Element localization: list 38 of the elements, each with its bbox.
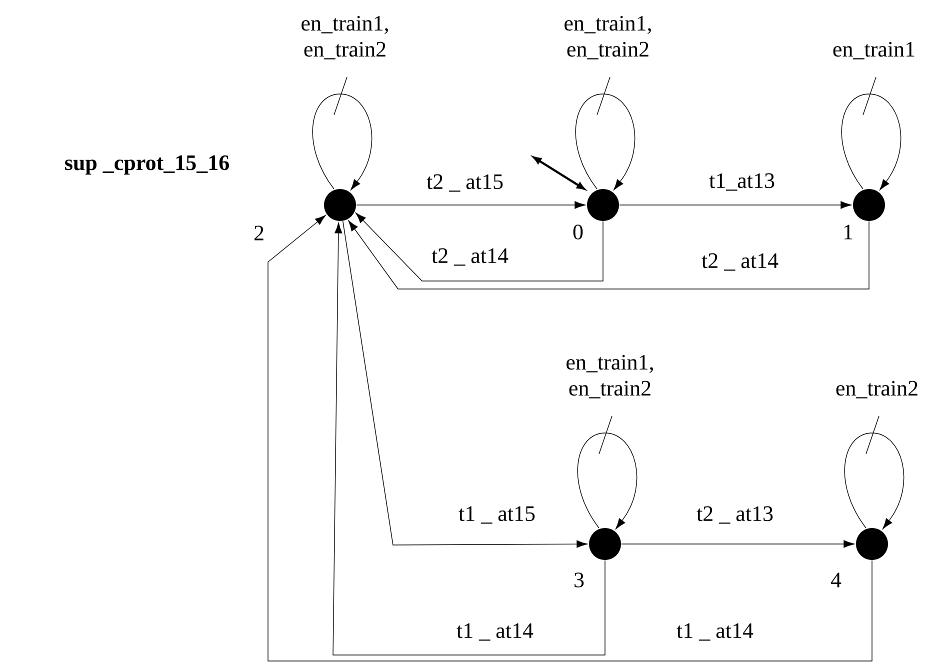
self-loop-arrow — [841, 94, 902, 190]
arrow — [621, 540, 854, 548]
state-circle — [324, 189, 356, 221]
self-loop-arrow — [575, 94, 636, 190]
state-number: 2 — [254, 226, 264, 240]
edge-label: t2 _ at14 — [432, 248, 508, 266]
edge-label: en_train1 — [833, 42, 914, 60]
state-circle — [853, 189, 885, 221]
state-number: 1 — [844, 224, 852, 240]
state-number: 0 — [573, 224, 583, 240]
arrow — [268, 215, 872, 662]
state-number: 3 — [574, 572, 584, 588]
arrow — [332, 222, 606, 656]
state-circle — [589, 528, 621, 560]
self-loop-arrow — [312, 94, 372, 190]
state-circle — [856, 528, 888, 560]
edge-label: t2 _ at13 — [696, 506, 773, 524]
arrow — [356, 212, 604, 282]
self-loop-arrow — [844, 432, 904, 530]
self-loop-arrow — [577, 432, 638, 530]
edge-label: t1 _ at14 — [676, 623, 754, 641]
arrow — [533, 156, 585, 190]
edge-label: t1 _ at15 — [458, 506, 535, 524]
edge-label: en_train1, en_train2 — [564, 16, 651, 60]
state-circle — [587, 189, 619, 221]
edge-label: t1 _ at14 — [456, 623, 534, 641]
arrow — [348, 220, 870, 290]
edge-label: t1_at13 — [709, 173, 774, 191]
arrow — [342, 220, 588, 548]
edge-label: en_train1, en_train2 — [302, 16, 388, 60]
title: sup _cprot_15_16 — [65, 155, 229, 175]
edge-label: en_train1, en_train2 — [566, 354, 653, 398]
arrow — [619, 201, 852, 209]
edge-label: t2 _ at15 — [426, 174, 503, 192]
arrow — [356, 201, 586, 209]
edge-label: t2 _ at14 — [702, 253, 778, 271]
edge-label: en_train2 — [836, 380, 918, 398]
state-number: 4 — [830, 572, 842, 588]
